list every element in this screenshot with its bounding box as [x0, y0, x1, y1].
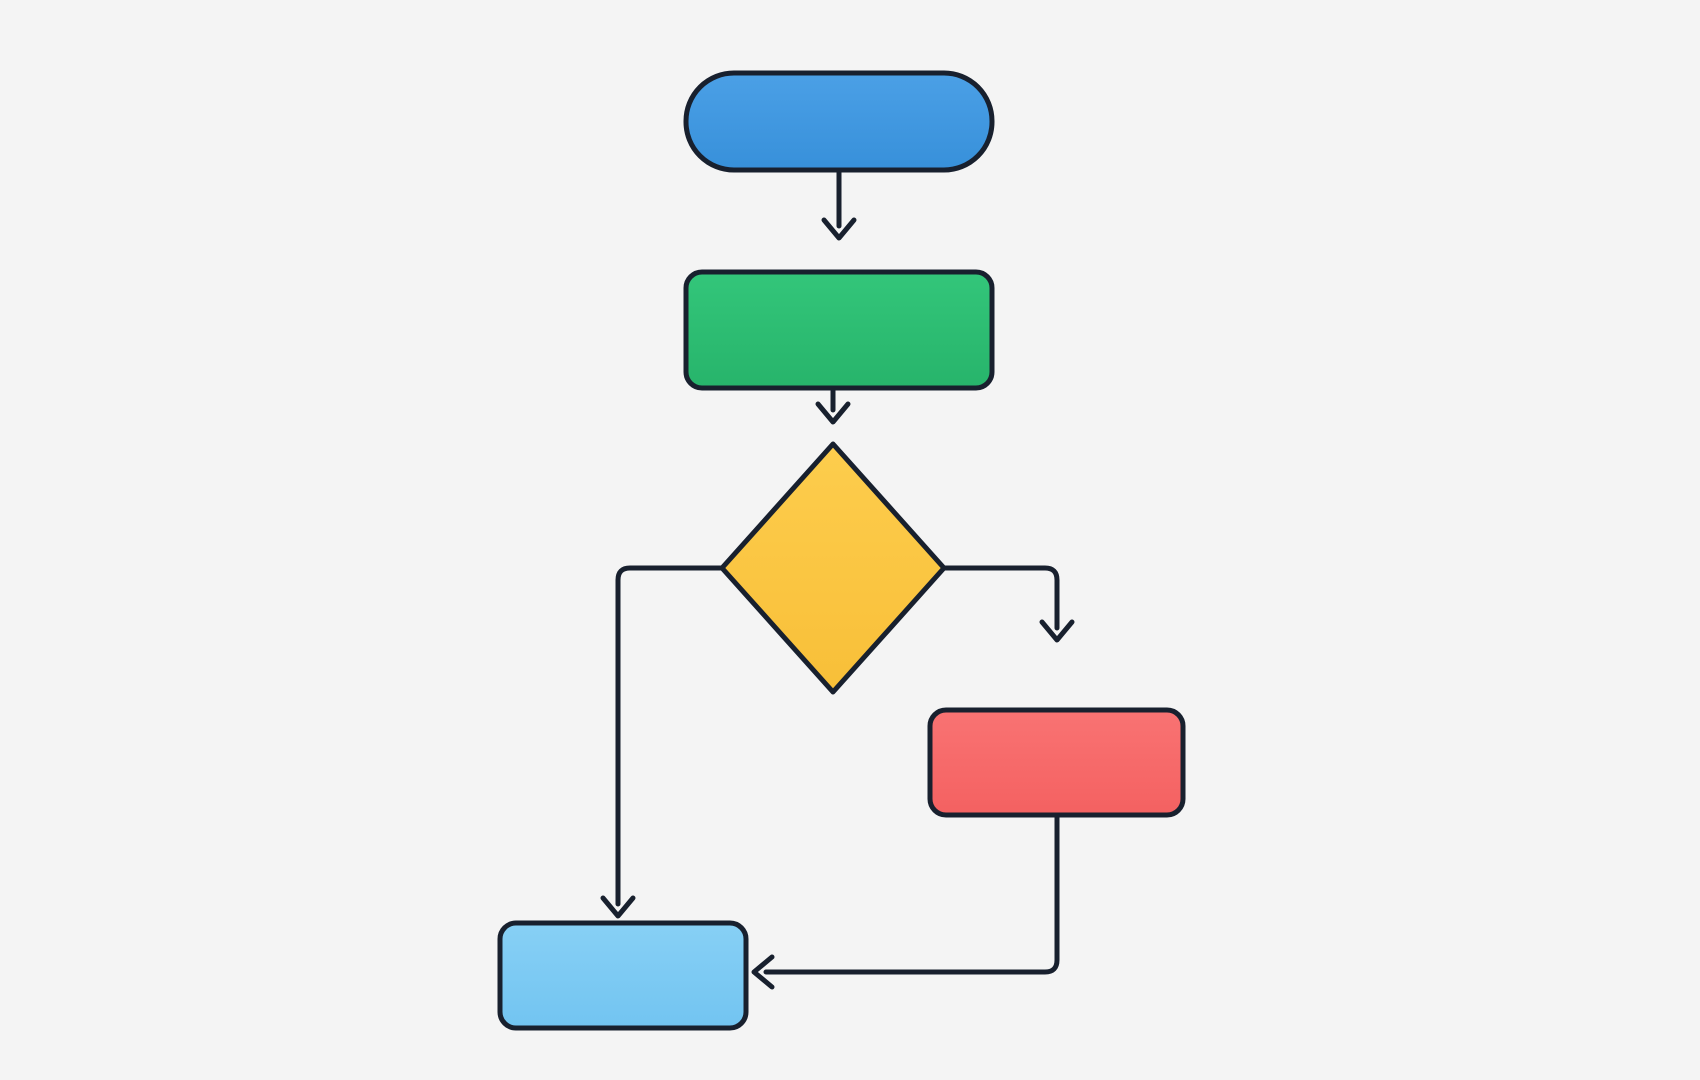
edge-decision-left-to-end — [600, 565, 725, 919]
node-end-shape[interactable] — [497, 920, 749, 1031]
edge-decision-right-to-branch — [942, 565, 1075, 643]
node-decision-shape[interactable] — [719, 441, 947, 695]
arrowhead-icon — [600, 895, 636, 919]
arrowhead-icon — [751, 954, 775, 990]
edge-line — [615, 565, 725, 907]
node-layer — [497, 70, 1186, 1031]
edge-start-to-process — [821, 167, 857, 241]
arrowhead-icon — [821, 217, 857, 241]
node-start-shape[interactable] — [683, 70, 995, 173]
edge-process-to-decision — [815, 385, 851, 425]
edge-layer — [600, 167, 1075, 990]
node-branch-right[interactable] — [927, 707, 1186, 818]
node-process[interactable] — [683, 269, 995, 391]
node-branch-right-shape[interactable] — [927, 707, 1186, 818]
node-decision[interactable] — [719, 441, 947, 695]
edge-line — [942, 565, 1060, 631]
edge-line — [763, 812, 1060, 975]
node-process-shape[interactable] — [683, 269, 995, 391]
node-start[interactable] — [683, 70, 995, 173]
arrowhead-icon — [815, 401, 851, 425]
arrowhead-icon — [1039, 619, 1075, 643]
edge-branch-to-end — [751, 812, 1060, 990]
node-end[interactable] — [497, 920, 749, 1031]
